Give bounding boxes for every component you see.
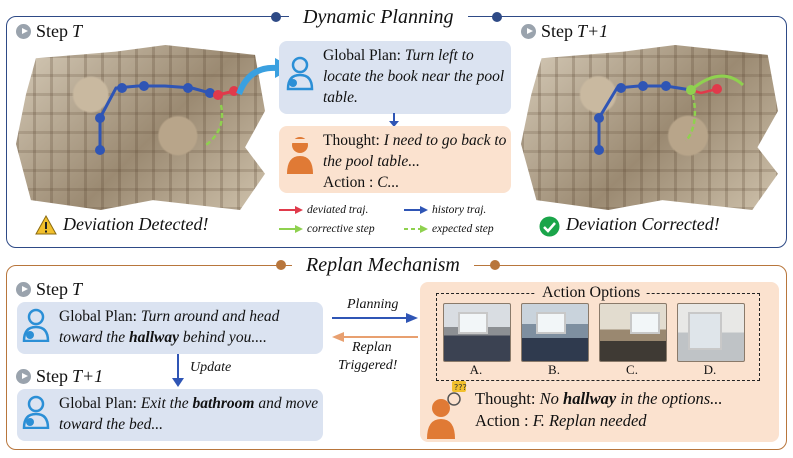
plan2-pre: Exit the bbox=[140, 395, 189, 412]
thought-box-top bbox=[279, 126, 511, 193]
legend-history: history traj. bbox=[404, 204, 486, 216]
action-options-title: Action Options bbox=[536, 284, 647, 302]
trajectory-overlay-step-t bbox=[95, 81, 239, 155]
dynamic-planning-title: Dynamic Planning bbox=[289, 6, 468, 29]
thought-label: Thought: bbox=[323, 132, 380, 149]
option-image-d[interactable] bbox=[677, 303, 745, 362]
scene-map-step-t1 bbox=[521, 45, 778, 210]
step-var: T+1 bbox=[72, 366, 104, 386]
planner-person-icon bbox=[22, 308, 50, 342]
legend-deviated: deviated traj. bbox=[279, 204, 368, 216]
action-label: Action : bbox=[475, 411, 529, 430]
thinking-agent-icon: ??? bbox=[427, 381, 467, 439]
planner-person-icon bbox=[22, 395, 50, 429]
global-plan-text-top: Global Plan: Turn left to locate the boo… bbox=[323, 45, 507, 108]
planning-arrow bbox=[332, 313, 418, 323]
step-var: T+1 bbox=[577, 21, 609, 41]
legend-corrective: corrective step bbox=[279, 223, 375, 235]
thought-label: Thought: bbox=[475, 389, 536, 408]
legend-deviated-text: deviated traj. bbox=[307, 204, 369, 216]
thought-pre: No bbox=[539, 389, 559, 408]
step-word: Step bbox=[36, 279, 69, 299]
triggered-label: Triggered! bbox=[338, 358, 398, 373]
play-icon bbox=[16, 369, 31, 384]
play-icon bbox=[16, 24, 31, 39]
planning-label: Planning bbox=[347, 297, 399, 312]
play-icon bbox=[16, 282, 31, 297]
warning-icon bbox=[35, 215, 57, 235]
trajectory-overlay-step-t1 bbox=[594, 74, 745, 155]
deviation-corrected-text: Deviation Corrected! bbox=[566, 214, 720, 234]
plan2-post: and move toward the bed... bbox=[59, 395, 319, 433]
global-plan-text-2: Global Plan: Exit the bathroom and move … bbox=[59, 393, 321, 435]
global-plan-label: Global Plan: bbox=[59, 395, 137, 412]
update-label: Update bbox=[190, 360, 232, 375]
check-icon bbox=[539, 216, 560, 237]
option-label-d: D. bbox=[703, 362, 717, 377]
step-word: Step bbox=[36, 366, 69, 386]
global-plan-label: Global Plan: bbox=[323, 47, 401, 64]
thought-text-bottom: Thought: No hallway in the options... Ac… bbox=[475, 388, 723, 432]
legend-corrective-text: corrective step bbox=[307, 223, 375, 235]
global-plan-box-top bbox=[279, 41, 511, 114]
plan1-bold: hallway bbox=[129, 329, 179, 346]
option-image-b[interactable] bbox=[521, 303, 589, 362]
option-label-a: A. bbox=[469, 362, 483, 377]
replan-label: Replan bbox=[352, 340, 392, 355]
global-plan-label: Global Plan: bbox=[59, 308, 137, 325]
plan1-post: behind you.... bbox=[182, 329, 267, 346]
step-word: Step bbox=[541, 21, 574, 41]
action-label: Action : bbox=[323, 174, 374, 191]
update-arrow bbox=[172, 354, 184, 387]
title-dot-left bbox=[271, 12, 281, 22]
action-content: F. Replan needed bbox=[532, 411, 647, 430]
step-word: Step bbox=[36, 21, 69, 41]
plan1-pre: Turn around and head toward the bbox=[59, 308, 280, 346]
legend-history-text: history traj. bbox=[432, 204, 487, 216]
action-content: C... bbox=[377, 174, 400, 191]
scene-map-step-t bbox=[16, 45, 265, 210]
legend-expected: expected step bbox=[404, 223, 494, 235]
global-plan-box-1 bbox=[17, 302, 323, 354]
global-plan-box-2 bbox=[17, 389, 323, 441]
agent-person-icon bbox=[287, 137, 313, 174]
play-icon bbox=[521, 24, 536, 39]
global-plan-text-1: Global Plan: Turn around and head toward… bbox=[59, 306, 321, 348]
planner-person-icon bbox=[286, 56, 314, 91]
deviation-detected-text: Deviation Detected! bbox=[63, 214, 209, 234]
option-image-c[interactable] bbox=[599, 303, 667, 362]
title-dot-right bbox=[492, 12, 502, 22]
thought-post: in the options... bbox=[620, 389, 723, 408]
step-var: T bbox=[72, 21, 83, 41]
global-plan-content: Turn left to locate the book near the po… bbox=[323, 47, 505, 106]
svg-text:???: ??? bbox=[454, 383, 467, 392]
plan2-bold: bathroom bbox=[192, 395, 255, 412]
down-arrow bbox=[389, 113, 399, 127]
step-var: T bbox=[72, 279, 83, 299]
replan-mechanism-title: Replan Mechanism bbox=[292, 254, 474, 277]
option-image-a[interactable] bbox=[443, 303, 511, 362]
option-label-b: B. bbox=[548, 362, 560, 377]
legend-expected-text: expected step bbox=[432, 223, 494, 235]
thought-bold: hallway bbox=[563, 389, 617, 408]
title-dot-left-bottom bbox=[276, 260, 286, 270]
option-label-c: C. bbox=[626, 362, 638, 377]
thought-text-top: Thought: I need to go back to the pool t… bbox=[323, 130, 507, 193]
thought-content: I need to go back to the pool table... bbox=[323, 132, 507, 170]
title-dot-right-bottom bbox=[490, 260, 500, 270]
replan-arrow bbox=[332, 332, 418, 342]
